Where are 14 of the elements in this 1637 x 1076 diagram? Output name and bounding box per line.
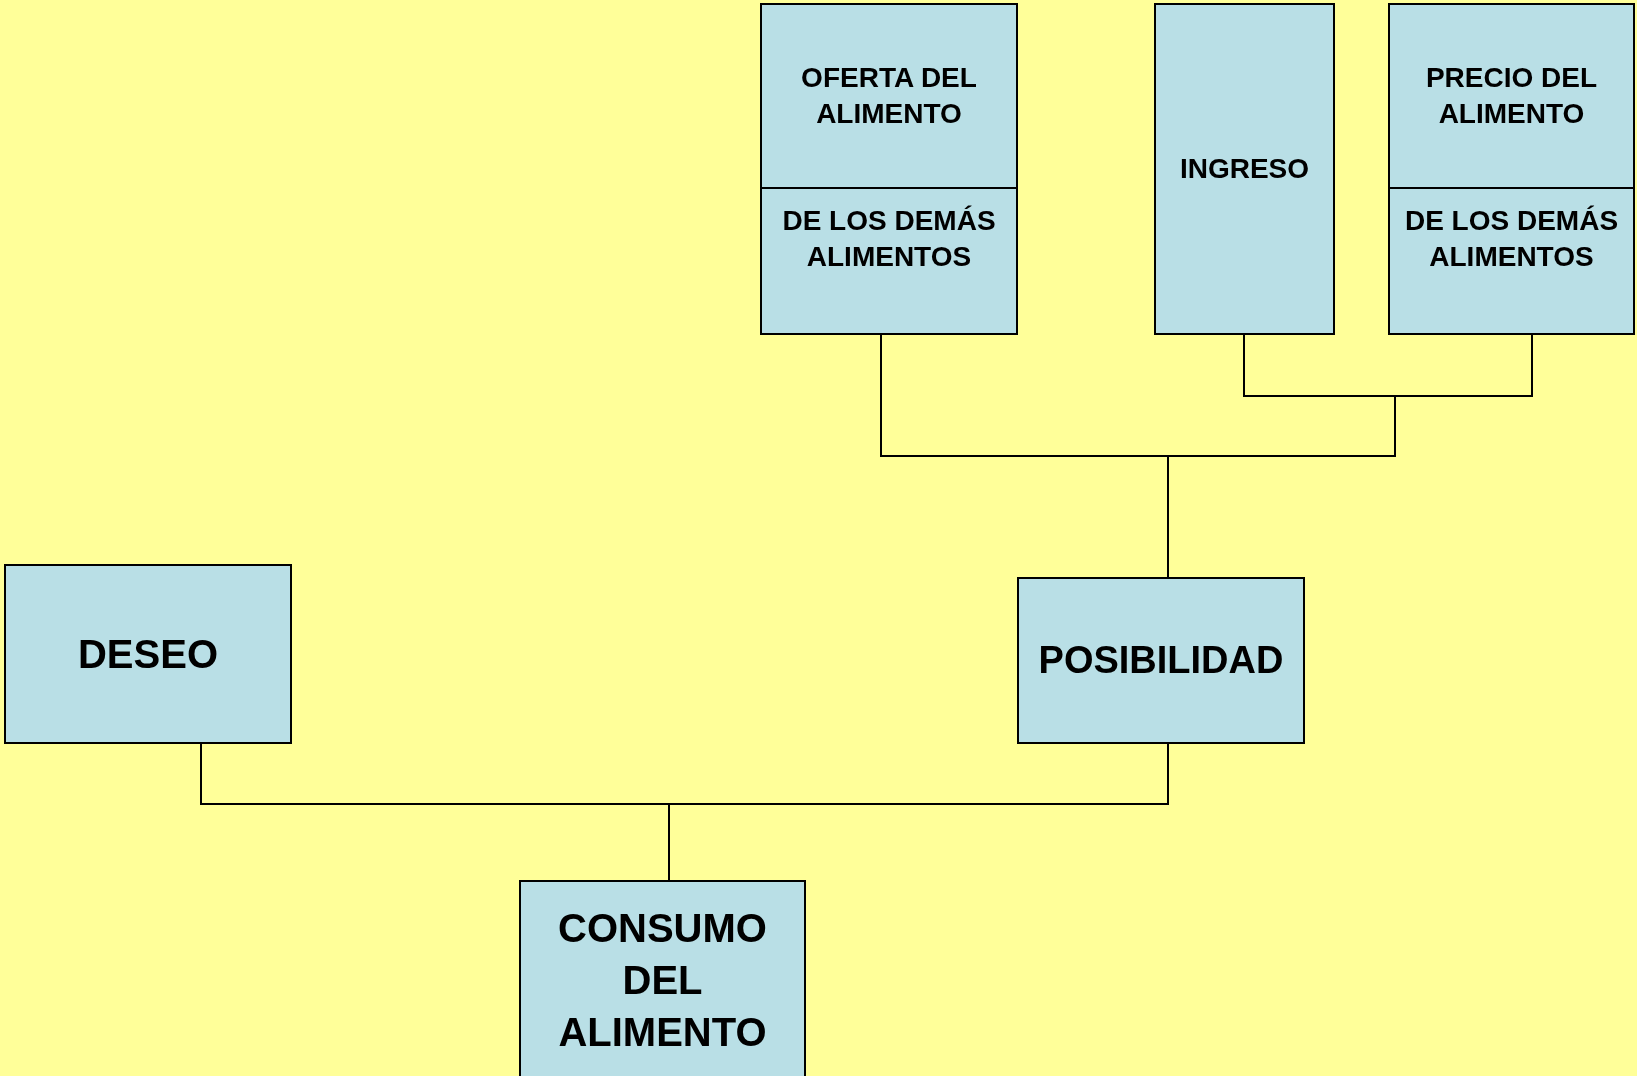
- box-label: POSIBILIDAD: [1038, 637, 1284, 683]
- concept-box: [4, 564, 292, 744]
- concept-box: [519, 880, 806, 1076]
- concept-box: [1017, 577, 1305, 744]
- box-label: CONSUMO DEL ALIMENTO: [557, 905, 768, 1056]
- box-label: DE LOS DEMÁS ALIMENTOS: [1403, 204, 1620, 275]
- concept-box: [1388, 3, 1635, 335]
- concept-box: [760, 3, 1018, 335]
- concept-box: [1154, 3, 1335, 335]
- box-label: OFERTA DEL ALIMENTO: [800, 60, 978, 131]
- box-label: INGRESO: [1179, 151, 1310, 186]
- box-label: DESEO: [77, 631, 218, 678]
- box-label: PRECIO DEL ALIMENTO: [1424, 60, 1599, 131]
- box-label: DE LOS DEMÁS ALIMENTOS: [781, 204, 997, 275]
